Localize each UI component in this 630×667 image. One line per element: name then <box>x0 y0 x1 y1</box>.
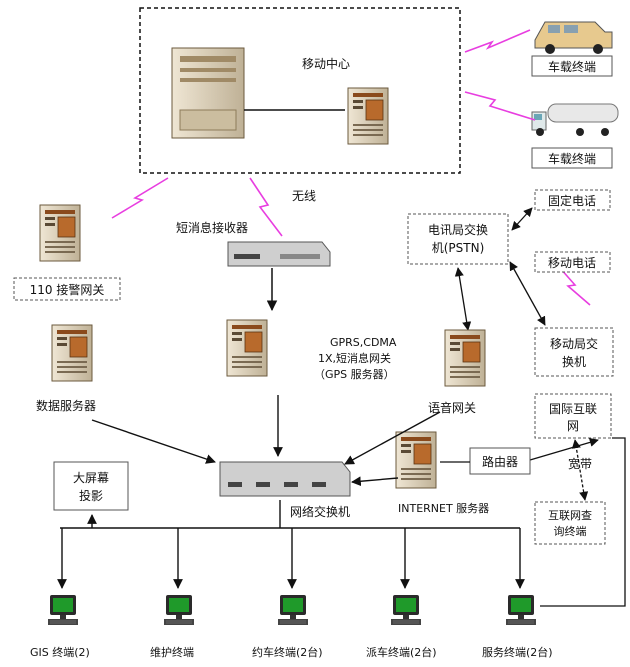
telecom-exchange-label-2: 机(PSTN) <box>432 241 485 255</box>
terminal-label: 维护终端 <box>150 645 194 659</box>
internet-label-2: 网 <box>567 419 579 433</box>
booking-terminal-icon <box>277 594 309 626</box>
tanker-truck-icon <box>531 103 619 136</box>
router-box <box>469 447 531 475</box>
sms-receiver-icon <box>227 241 331 267</box>
vehicle-terminal-2-box <box>531 147 613 169</box>
police-gateway-box <box>13 277 121 301</box>
internet-query-box <box>534 501 606 545</box>
network-switch-icon <box>219 461 351 497</box>
internet-query-label-1: 互联网查 <box>548 508 592 522</box>
telecom-exchange-label-1: 电讯局交换 <box>428 222 488 237</box>
big-screen-label-1: 大屏幕 <box>73 471 109 485</box>
data-server-label: 数据服务器 <box>36 398 96 413</box>
fixed-phone-box <box>534 189 611 211</box>
mobile-exchange-label-2: 换机 <box>562 355 586 369</box>
telecom-exchange-box <box>407 213 509 265</box>
internet-box <box>534 393 612 439</box>
mobile-center-frame <box>139 7 461 174</box>
dispatch-terminal-icon <box>390 594 422 626</box>
lightning-van <box>464 29 531 53</box>
router-label: 路由器 <box>482 454 518 469</box>
internet-query-label-2: 询终端 <box>554 524 587 538</box>
gps-gateway-server-icon <box>226 319 268 377</box>
internet-label-1: 国际互联 <box>549 402 597 416</box>
police-gateway-server-icon <box>39 204 81 262</box>
vehicle-terminal-2-label: 车载终端 <box>548 151 596 166</box>
mobile-center-mainframe-icon <box>171 47 245 139</box>
police-gateway-label: 110 接警网关 <box>30 282 105 297</box>
internet-server-label: INTERNET 服务器 <box>398 502 489 515</box>
network-switch-label: 网络交换机 <box>290 504 350 519</box>
mobile-exchange-box <box>534 327 614 377</box>
service-terminal-icon <box>505 594 537 626</box>
data-server-icon <box>51 324 93 382</box>
lightning-sms <box>249 177 283 237</box>
terminal-label: GIS 终端(2) <box>30 645 90 659</box>
big-screen-label-2: 投影 <box>79 488 103 503</box>
wireless-links <box>111 29 591 306</box>
vehicle-terminal-1-box <box>531 55 613 77</box>
mobile-center-server-icon <box>347 87 389 145</box>
van-icon <box>534 21 613 54</box>
lightning-police <box>111 177 169 219</box>
mobile-center-label: 移动中心 <box>302 56 350 71</box>
terminal-label: 派车终端(2台) <box>366 645 437 659</box>
link-exchange-mobile-exchange <box>509 261 546 326</box>
link-exchange-fixed <box>511 207 533 231</box>
broadband-label: 宽带 <box>568 456 592 471</box>
mobile-phone-label: 移动电话 <box>548 256 596 270</box>
voice-gateway-server-icon <box>444 329 486 387</box>
gateway-label-3: （GPS 服务器） <box>314 368 395 381</box>
voice-gateway-label: 语音网关 <box>428 400 476 415</box>
big-screen-box <box>53 461 129 511</box>
link-router-internet <box>529 437 599 461</box>
vehicle-terminal-1-label: 车载终端 <box>548 59 596 74</box>
fixed-phone-label: 固定电话 <box>548 193 596 208</box>
lightning-mobile-phone <box>559 267 591 306</box>
internet-server-icon <box>395 431 437 489</box>
link-internet-query <box>571 439 589 501</box>
gis-terminal-icon <box>47 594 79 626</box>
link-internet-service-terminal <box>540 437 626 607</box>
terminal-label: 服务终端(2台) <box>482 645 553 659</box>
maintenance-terminal-icon <box>163 594 195 626</box>
gateway-label-1: GPRS,CDMA <box>330 336 397 349</box>
lightning-tanker <box>464 91 536 121</box>
link-exchange-voice-gateway <box>454 267 472 331</box>
gateway-label-2: 1X,短消息网关 <box>318 351 391 365</box>
wireless-label: 无线 <box>292 189 316 203</box>
sms-receiver-label: 短消息接收器 <box>176 220 248 235</box>
terminal-label: 约车终端(2台) <box>252 645 323 659</box>
mobile-exchange-label-1: 移动局交 <box>550 336 598 351</box>
